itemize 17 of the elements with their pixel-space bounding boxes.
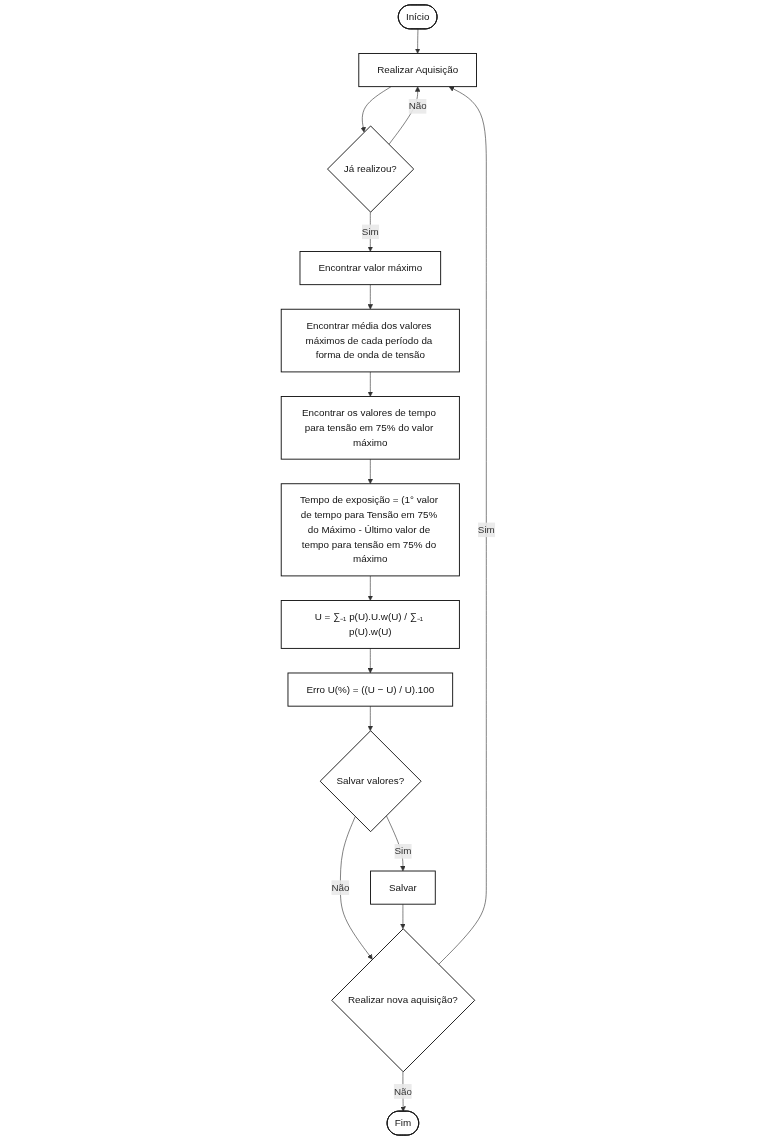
edge-label: Não [393, 1085, 412, 1097]
node-diamond: Salvar valores? [319, 730, 422, 833]
node-box: Encontrar média dos valores máximos de cada período da forma de onda de tensão [280, 308, 460, 373]
edge-label: Não [331, 882, 350, 893]
node-diamond: Já realizou? [327, 125, 415, 213]
edge-label: Sim [361, 226, 379, 237]
node-box: Salvar [370, 870, 436, 905]
node-box: Tempo de exposição = (1° valor de tempo para Tensão em 75% do Máximo - Último valor de tempo para tensão em 75% do máximo [280, 483, 460, 577]
node-box: U = ∑₋₁ p(U).U.w(U) / ∑₋₁ p(U).w(U) [280, 600, 460, 649]
edge-label: Não [408, 100, 427, 112]
node-diamond: Realizar nova aquisição? [331, 928, 476, 1073]
node-box: Encontrar os valores de tempo para tensão em 75% do valor máximo [280, 396, 460, 460]
node-box: Erro U(%) = ((U − U) / U).100 [287, 672, 454, 707]
node-box: Encontrar valor máximo [299, 251, 442, 286]
node-box: Realizar Aquisição [358, 53, 477, 88]
edge-label: Sim [394, 845, 412, 857]
edge-label: Sim [477, 524, 495, 535]
